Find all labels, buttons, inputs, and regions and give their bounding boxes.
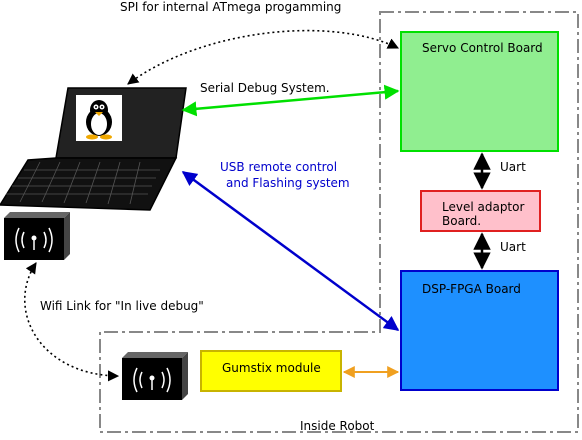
level-board-label: Level adaptor Board. (442, 200, 525, 228)
usb-link-arrow (181, 170, 400, 332)
wifi-link-arrow (24, 262, 120, 382)
usb-label-line2: and Flashing system (226, 176, 350, 190)
level-adaptor-board: Level adaptor Board. (420, 190, 541, 232)
gumstix-module: Gumstix module (200, 350, 342, 392)
wireless-adapter-icon (122, 352, 188, 400)
uart-label-top: Uart (500, 160, 526, 174)
laptop-icon (0, 87, 187, 211)
serial-link-arrow (181, 84, 400, 117)
uart-label-bottom: Uart (500, 240, 526, 254)
dsp-fpga-board: DSP-FPGA Board (400, 270, 559, 391)
tux-penguin-icon (86, 100, 112, 140)
usb-label-line1: USB remote control (220, 160, 338, 174)
servo-control-board: Servo Control Board (400, 31, 559, 152)
spi-link-arrow (127, 29, 400, 85)
serial-label: Serial Debug System. (200, 81, 330, 95)
spi-label: SPI for internal ATmega progamming (120, 0, 342, 14)
gumstix-label: Gumstix module (222, 361, 321, 375)
servo-board-label: Servo Control Board (422, 41, 543, 55)
inside-robot-boundary (99, 11, 579, 433)
dsp-board-label: DSP-FPGA Board (422, 282, 521, 296)
wireless-adapter-icon (4, 212, 70, 260)
wifi-label: Wifi Link for "In live debug" (40, 299, 204, 313)
inside-robot-label: Inside Robot (300, 419, 375, 433)
